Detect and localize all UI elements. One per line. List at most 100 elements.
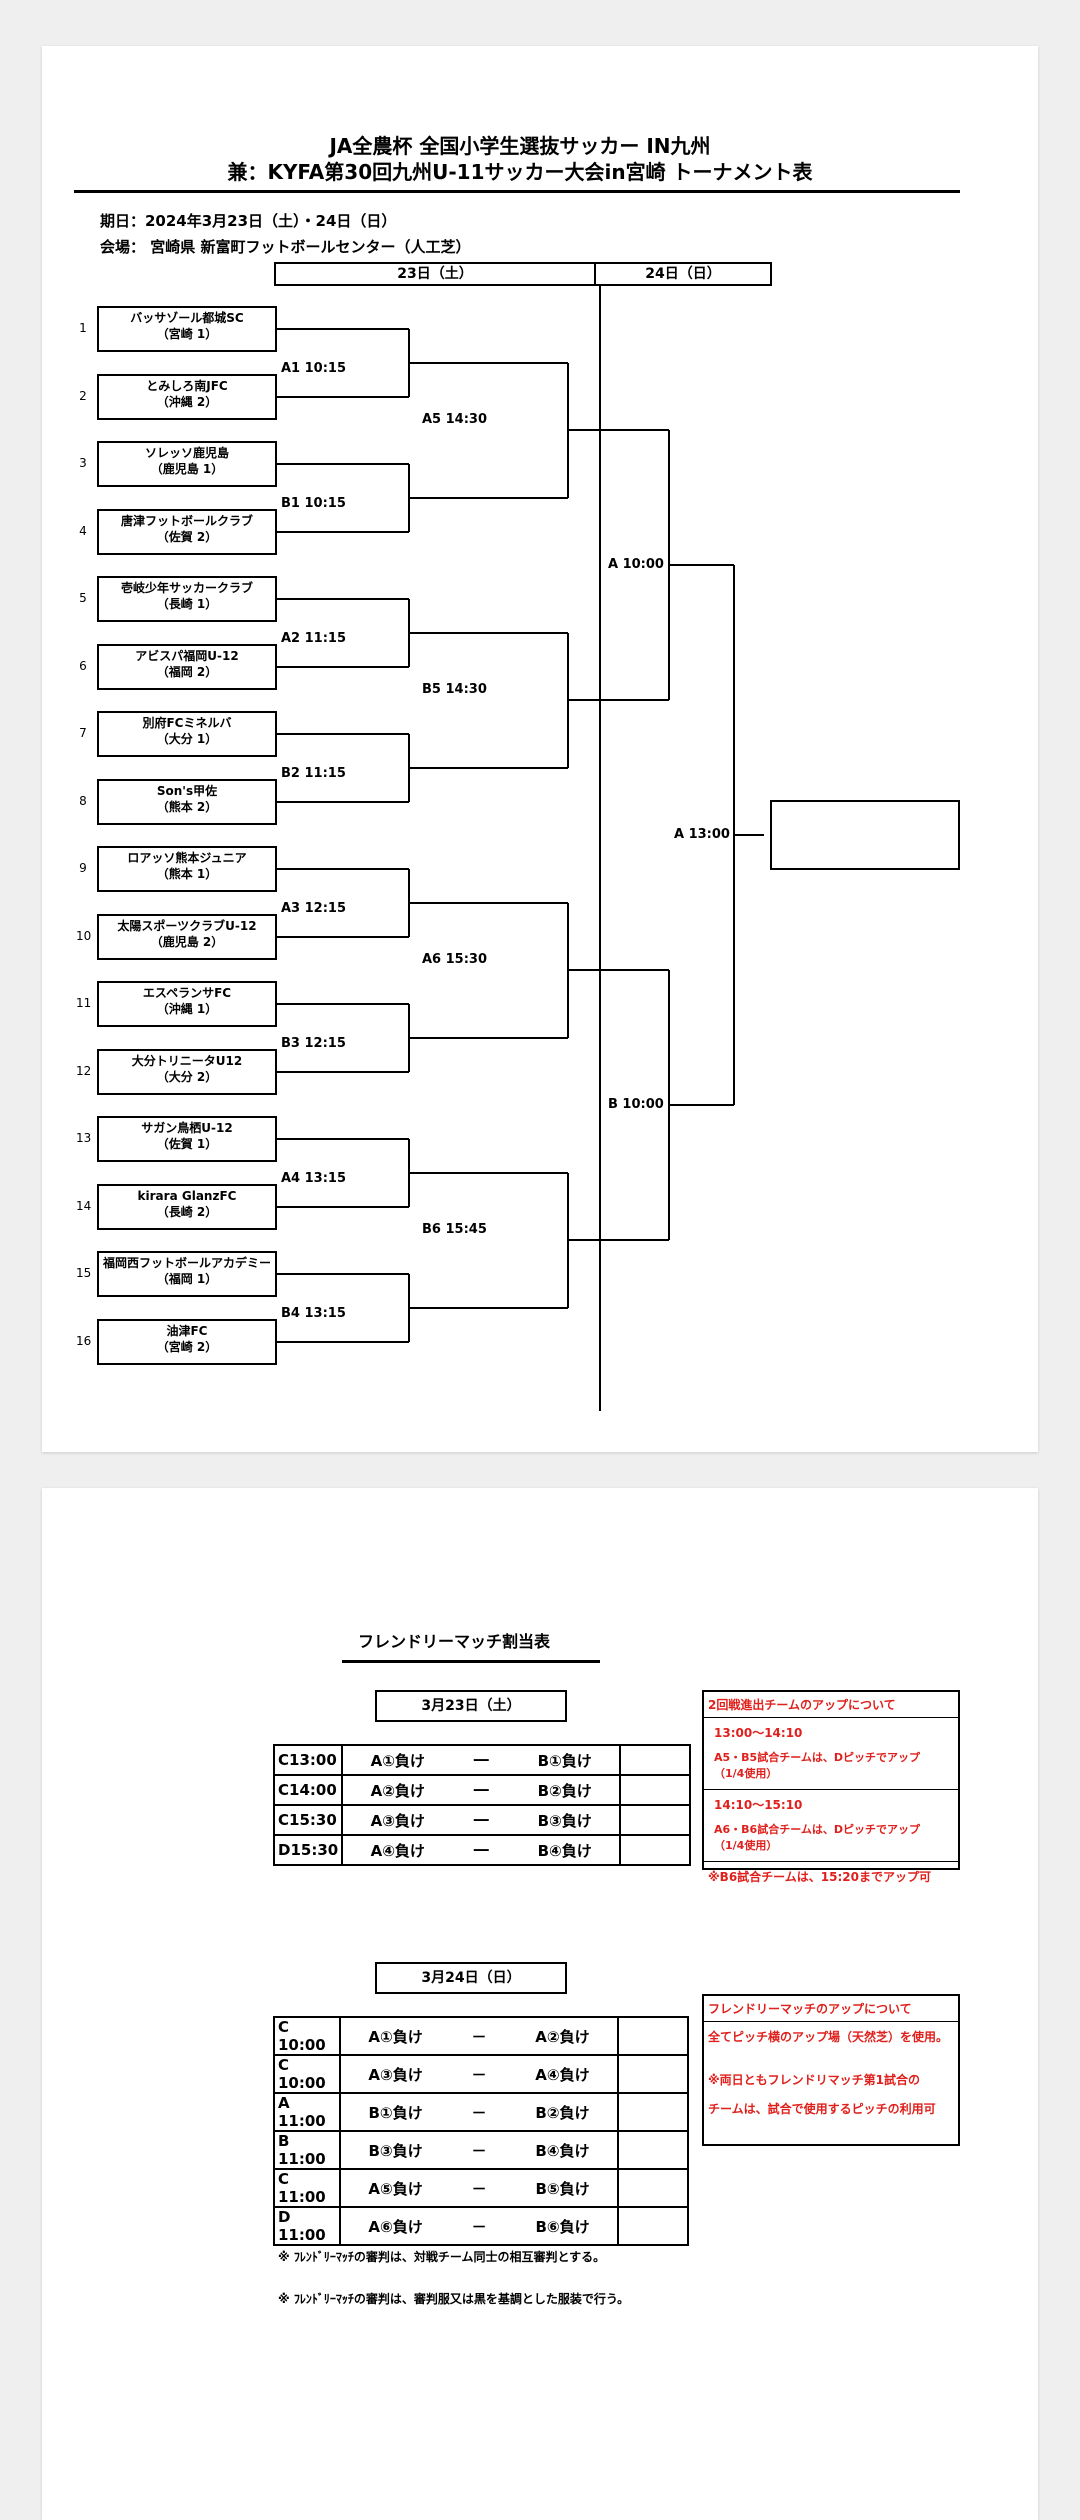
fm-b: A④負け [535,2065,590,2084]
match-label: B3 12:15 [281,1035,346,1051]
seed-number: 8 [79,793,87,808]
team-pref: （熊本 1） [156,867,218,881]
note2-line1: 全てピッチ横のアップ場（天然芝）を使用。 [708,2030,949,2044]
fm-result-cell [619,1774,692,1806]
fm-row: C 10:00 A③負け － A④負け [273,2054,689,2094]
day-divider [599,286,601,1411]
fm-matchup: A①負け－A②負け [339,2016,618,2056]
title-line-1: JA全農杯 全国小学生選抜サッカー IN九州 [329,134,711,158]
match-label: B6 15:45 [422,1222,487,1238]
team-box: kirara GlanzFC（長崎 2） [97,1183,277,1230]
fm-matchup: A③負け―B③負け [341,1804,621,1836]
fm-a: A⑤負け [368,2179,423,2198]
team-name: アビスパ福岡U-12 [135,648,239,663]
team-pref: （沖縄 2） [156,394,218,409]
match-label: A4 13:15 [281,1170,347,1186]
fm-result-cell [617,2016,689,2056]
fm-code: A 11:00 [273,2092,341,2132]
fm-b: B③負け [537,1811,592,1830]
team-box: ロアッソ熊本ジュニア（熊本 1） [97,846,277,892]
team-pref: （宮崎 2） [156,1339,218,1354]
fm-a: B①負け [368,2103,423,2122]
fm-b: B②負け [537,1781,592,1800]
fm-matchup: A①負け―B①負け [341,1744,621,1776]
friendly-title-underline [342,1660,600,1663]
fm-dash: ― [473,1749,489,1768]
fm-matchup: B③負け－B④負け [339,2130,618,2170]
bracket-line [277,1138,409,1140]
team-name: 福岡西フットボールアカデミー [102,1256,271,1270]
upgrade-note-day1: 2回戦進出チームのアップについて 13:00～14:10 A5・B5試合チームは… [702,1690,960,1884]
note1-title: 2回戦進出チームのアップについて [704,1692,958,1718]
bracket-line [409,901,568,904]
team-name: バッサゾール都城SC [130,311,244,325]
team-name: エスペランサFC [142,986,232,1000]
fm-code: D15:30 [272,1834,344,1866]
bracket-line [734,834,764,837]
seed-number: 12 [76,1063,92,1078]
venue-line: 会場： 宮崎県 新富町フットボールセンター（人工芝） [100,238,471,256]
bracket-line [669,564,734,567]
fm-day1-header: 3月23日（土） [375,1690,567,1722]
bracket-line [568,969,669,972]
team-box: 大分トリニータU12（大分 2） [97,1048,277,1095]
team-box: 油津FC（宮崎 2） [97,1318,277,1365]
fm-a: B③負け [368,2141,423,2160]
team-name: kirara GlanzFC [137,1188,237,1203]
bracket-line [277,530,409,533]
team-name: ソレッソ鹿児島 [144,446,229,460]
team-name: 大分トリニータU12 [131,1053,243,1068]
team-name: サガン鳥栖U-12 [141,1121,233,1135]
seed-number: 13 [76,1131,92,1145]
seed-number: 7 [79,726,87,740]
fm-dash: － [471,2065,487,2084]
match-label: B1 10:15 [281,495,346,511]
match-label: A 10:00 [608,557,664,573]
team-pref: （鹿児島 2） [150,934,224,949]
day2-header: 24日（日） [594,262,772,286]
team-pref: （長崎 1） [156,597,218,611]
note2-title: フレンドリーマッチのアップについて [704,1996,958,2022]
team-pref: （福岡 1） [156,1272,218,1286]
fm-b: B②負け [535,2103,590,2122]
seed-number: 5 [79,591,87,605]
bracket-line [277,1273,409,1275]
seed-number: 11 [76,996,92,1010]
bracket-line [277,328,409,330]
fm-code: C 10:00 [273,2054,341,2094]
fm-a: A③負け [368,2065,423,2084]
title-line-2: 兼：KYFA第30回九州U-11サッカー大会in宮崎 トーナメント表 [227,160,813,184]
bracket-line [277,395,409,398]
fm-a: A②負け [370,1781,425,1800]
bracket-line [277,1003,409,1005]
bracket-line [277,1070,409,1073]
fm-matchup: A⑥負け－B⑥負け [339,2206,618,2246]
seed-number: 9 [79,861,87,875]
fm-code: C 10:00 [273,2016,341,2056]
fm-matchup: A②負け―B②負け [341,1774,621,1806]
fm-result-cell [619,1744,692,1776]
fm-a: A③負け [370,1811,425,1830]
fm-code: C 11:00 [273,2168,341,2208]
note2-line3: チームは、試合で使用するピッチの利用可 [708,2102,936,2116]
seed-number: 3 [79,456,87,470]
fm-dash: ― [473,1839,489,1858]
team-name: 唐津フットボールクラブ [120,513,253,528]
team-pref: （大分 2） [156,1069,218,1084]
match-label: B 10:00 [608,1097,664,1113]
fm-b: B⑤負け [535,2179,590,2198]
bracket-line [277,868,409,870]
team-pref: （佐賀 1） [156,1137,218,1151]
footnote-1: ※ ﾌﾚﾝﾄﾞﾘｰﾏｯﾁの審判は、対戦チーム同士の相互審判とする。 [278,2250,606,2264]
team-name: とみしろ南JFC [146,378,228,393]
note2-line2: ※両日ともフレンドリマッチ第1試合の [708,2073,921,2087]
team-box: ソレッソ鹿児島（鹿児島 1） [97,441,277,487]
fm-result-cell [619,1804,692,1836]
